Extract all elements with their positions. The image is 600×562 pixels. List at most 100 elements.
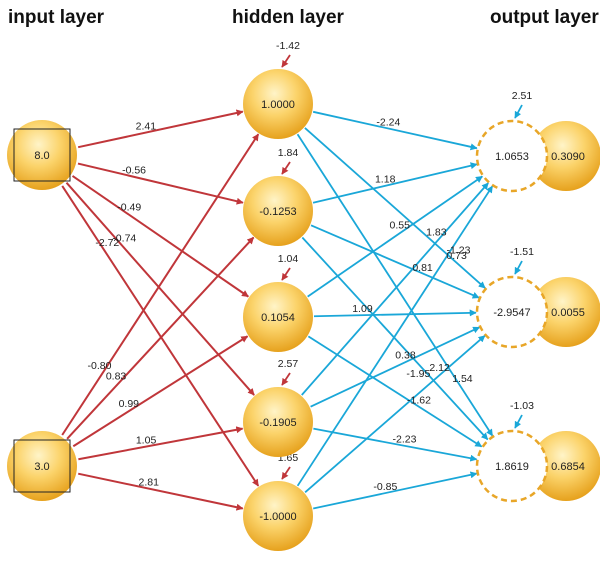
hidden-node-value: 0.1054 (261, 312, 295, 324)
hidden-node-3 (243, 282, 313, 352)
weight-label: 0.38 (395, 349, 416, 361)
input-node-2 (7, 431, 77, 501)
edge-input-2-hidden-5 (77, 472, 244, 511)
bias-arrow (514, 104, 523, 119)
weight-label: -0.85 (373, 481, 397, 493)
edge-input-1-hidden-4 (65, 182, 255, 396)
output-bias-label: -1.51 (510, 246, 534, 258)
hidden-node-value: -1.0000 (259, 511, 296, 523)
weight-label: 1.18 (375, 174, 396, 186)
edge-hidden-3-output-2 (313, 309, 477, 318)
output-layer-title: output layer (490, 7, 599, 28)
hidden-node-value: 1.0000 (261, 99, 295, 111)
weight-label: -0.74 (112, 233, 136, 245)
weight-label: -0.56 (122, 165, 146, 177)
edge-hidden-2-output-2 (310, 224, 480, 299)
weight-label: -1.62 (407, 395, 431, 407)
weight-label: 2.81 (139, 476, 160, 488)
edge-input-2-hidden-4 (78, 426, 244, 461)
bias-arrow (281, 267, 291, 281)
input-node-value: 8.0 (34, 150, 49, 162)
output-bias-label: -1.03 (510, 400, 534, 412)
weight-label: -1.95 (406, 368, 430, 380)
output-node-value: 0.6854 (551, 461, 585, 473)
input-node-frame (13, 439, 71, 493)
output-sum-ring-2 (475, 275, 549, 349)
edge-hidden-2-output-3 (301, 236, 489, 441)
bias-arrow (281, 372, 291, 386)
weight-label: 1.05 (136, 434, 157, 446)
weight-label: 0.73 (446, 250, 467, 262)
edge-input-1-hidden-2 (77, 162, 244, 205)
bias-arrow (514, 260, 523, 275)
edge-input-1-hidden-5 (61, 185, 260, 487)
hidden-bias-label: 1.84 (278, 147, 299, 159)
output-node-3 (531, 431, 600, 501)
hidden-node-4 (243, 387, 313, 457)
edge-input-2-hidden-2 (66, 236, 255, 440)
edge-hidden-1-output-1 (312, 110, 478, 151)
input-node-frame (13, 128, 71, 182)
hidden-bias-label: 1.04 (278, 253, 299, 265)
hidden-node-value: -0.1253 (259, 206, 296, 218)
output-node-value: 0.3090 (551, 151, 585, 163)
weight-label: 1.83 (426, 226, 447, 238)
edge-hidden-1-output-3 (296, 133, 494, 437)
weight-label: -2.24 (376, 116, 400, 128)
weight-label: 1.09 (352, 303, 373, 315)
weight-label: -1.23 (446, 244, 470, 256)
connection-edges (61, 109, 494, 511)
hidden-bias-label: -1.42 (276, 40, 300, 52)
weight-label: 0.55 (390, 220, 411, 232)
output-sum-value: -2.9547 (493, 307, 530, 319)
edge-input-2-hidden-1 (61, 133, 260, 436)
weight-label: 2.41 (136, 120, 157, 132)
input-node-1 (7, 120, 77, 190)
output-node-value: 0.0055 (551, 307, 585, 319)
hidden-bias-label: 2.57 (278, 358, 299, 370)
weight-label: 0.83 (106, 371, 127, 383)
edge-input-1-hidden-1 (77, 109, 244, 149)
output-sum-ring-3 (475, 429, 549, 503)
output-node-1 (531, 121, 600, 191)
weight-label: 2.12 (429, 362, 450, 374)
bias-arrow (281, 161, 291, 175)
hidden-node-value: -0.1905 (259, 417, 296, 429)
edge-input-2-hidden-3 (72, 335, 249, 448)
input-layer-title: input layer (8, 7, 105, 28)
edge-input-1-hidden-3 (71, 175, 249, 298)
output-sum-value: 1.8619 (495, 461, 529, 473)
edge-hidden-5-output-2 (304, 334, 486, 494)
weight-labels: 2.41 -0.56 -0.49 -0.74-2.72 -0.800.83 0.99 1.0… (88, 116, 473, 493)
weight-label: 0.99 (119, 398, 140, 410)
edge-hidden-5-output-1 (296, 185, 494, 487)
bias-arrows: -1.421.841.042.571.652.51-1.51-1.03 (276, 40, 534, 480)
edge-hidden-4-output-3 (313, 427, 478, 462)
hidden-layer-title: hidden layer (232, 7, 345, 28)
weight-label: -2.72 (95, 237, 119, 249)
edge-hidden-5-output-3 (313, 471, 478, 510)
input-node-value: 3.0 (34, 461, 49, 473)
hidden-node-2 (243, 176, 313, 246)
network-nodes: 8.0 3.0 1.0000 -0.1253 0.1054 -0.1905 -1.0000 0… (7, 69, 600, 551)
weight-label: -2.23 (392, 434, 416, 446)
bias-arrow (281, 466, 291, 480)
output-sum-value: 1.0653 (495, 151, 529, 163)
hidden-node-5 (243, 481, 313, 551)
edge-hidden-4-output-2 (310, 326, 481, 408)
edge-hidden-1-output-2 (304, 127, 486, 289)
weight-label: -0.80 (88, 360, 112, 372)
bias-arrow (281, 54, 291, 68)
bias-arrow (514, 414, 523, 429)
edge-hidden-2-output-1 (312, 162, 478, 204)
weight-label: 1.54 (452, 373, 473, 385)
output-sum-ring-1 (475, 119, 549, 193)
edge-hidden-3-output-1 (307, 175, 483, 298)
edge-hidden-4-output-1 (301, 182, 489, 396)
weight-label: -0.49 (117, 201, 141, 213)
hidden-node-1 (243, 69, 313, 139)
output-bias-label: 2.51 (512, 90, 533, 102)
weight-label: 0.81 (412, 262, 433, 274)
output-node-2 (531, 277, 600, 347)
